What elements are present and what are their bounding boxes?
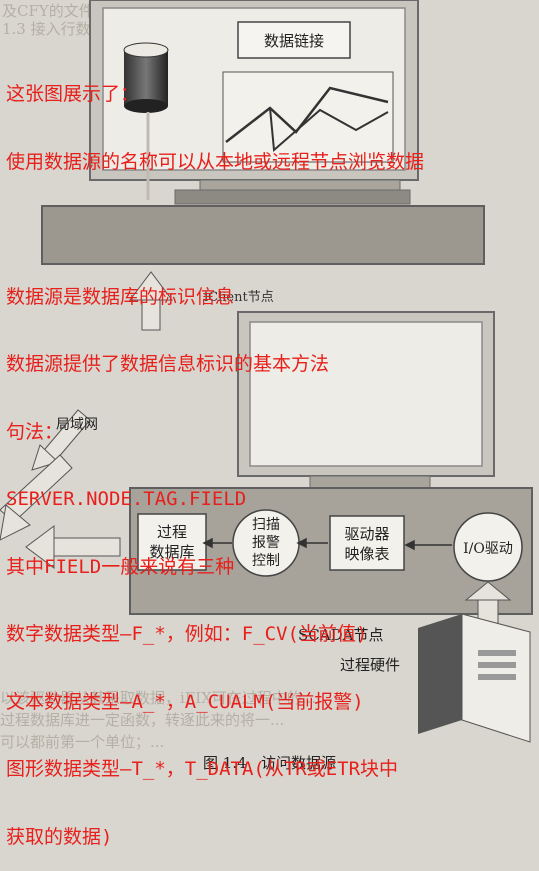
scan-alarm-control-label: 扫描报警控制 [252, 517, 280, 569]
lan-arrow-icon [0, 409, 91, 541]
lan-label: 局域网 [56, 417, 98, 433]
diagram [0, 0, 533, 743]
overlay-line: 句法： [6, 420, 64, 443]
bg-text-bottom-1: 以该驱动器从其采取数据，iFIX可在过程中的... [0, 689, 317, 707]
scada-monitor [237, 311, 495, 489]
trend-chart-icon [222, 71, 394, 163]
io-driver-circle [453, 512, 523, 582]
overlay-line [6, 218, 536, 241]
overlay-line: 获取的数据) [6, 825, 113, 848]
overlay-line: 这张图展示了： [6, 83, 140, 105]
scada-node-label: SCADA节点 [298, 626, 384, 644]
database-cylinder-icon [123, 42, 169, 113]
flow-arrows [202, 537, 452, 551]
iclient-node-label: iClient节点 [204, 290, 274, 305]
bg-text-top-1: 及CFY的文件； [2, 2, 109, 20]
process-db-label: 过程数据库 [149, 523, 195, 561]
data-link-label: 数据链接 [263, 32, 324, 50]
overlay-line: 图形数据类型—T_*，T_DATA(从TR或ETR块中 [6, 758, 399, 780]
figure-caption: 图 1.4 访问数据源 [203, 754, 336, 772]
driver-image-table-box [329, 515, 405, 571]
overlay-line: 其中FIELD一般来说有三种 [6, 555, 235, 578]
overlay-line: SERVER.NODE.TAG.FIELD [6, 488, 247, 510]
iclient-base-unit [41, 205, 485, 265]
server-icon [418, 613, 531, 743]
overlay-line: 数字数据类型—F_*，例如：F_CV(当前值) [6, 623, 368, 645]
driver-image-table-label: 驱动器映像表 [344, 525, 390, 563]
io-driver-label: I/O驱动 [463, 541, 513, 557]
bg-text-bottom-3: 可以都前第一个单位；... [0, 733, 165, 751]
process-hardware-label: 过程硬件 [340, 656, 401, 674]
overlay-line: 使用数据源的名称可以从本地或远程节点浏览数据 [6, 150, 425, 173]
overlay-line: 数据源提供了数据信息标识的基本方法 [6, 353, 330, 375]
left-arrow-icon [25, 525, 121, 569]
overlay-annotation: 这张图展示了： 使用数据源的名称可以从本地或远程节点浏览数据 数据源是数据库的标… [6, 38, 536, 871]
data-link-box [237, 21, 351, 59]
process-db-box [137, 513, 207, 571]
bg-text-bottom-2: 过程数据库进一定函数，转逐此来的将一... [0, 711, 285, 729]
up-arrow-icon [129, 271, 173, 331]
overlay-line: 文本数据类型—A_*，A_CUALM(当前报警) [6, 690, 364, 713]
overlay-line: 数据源是数据库的标识信息 [6, 285, 235, 308]
